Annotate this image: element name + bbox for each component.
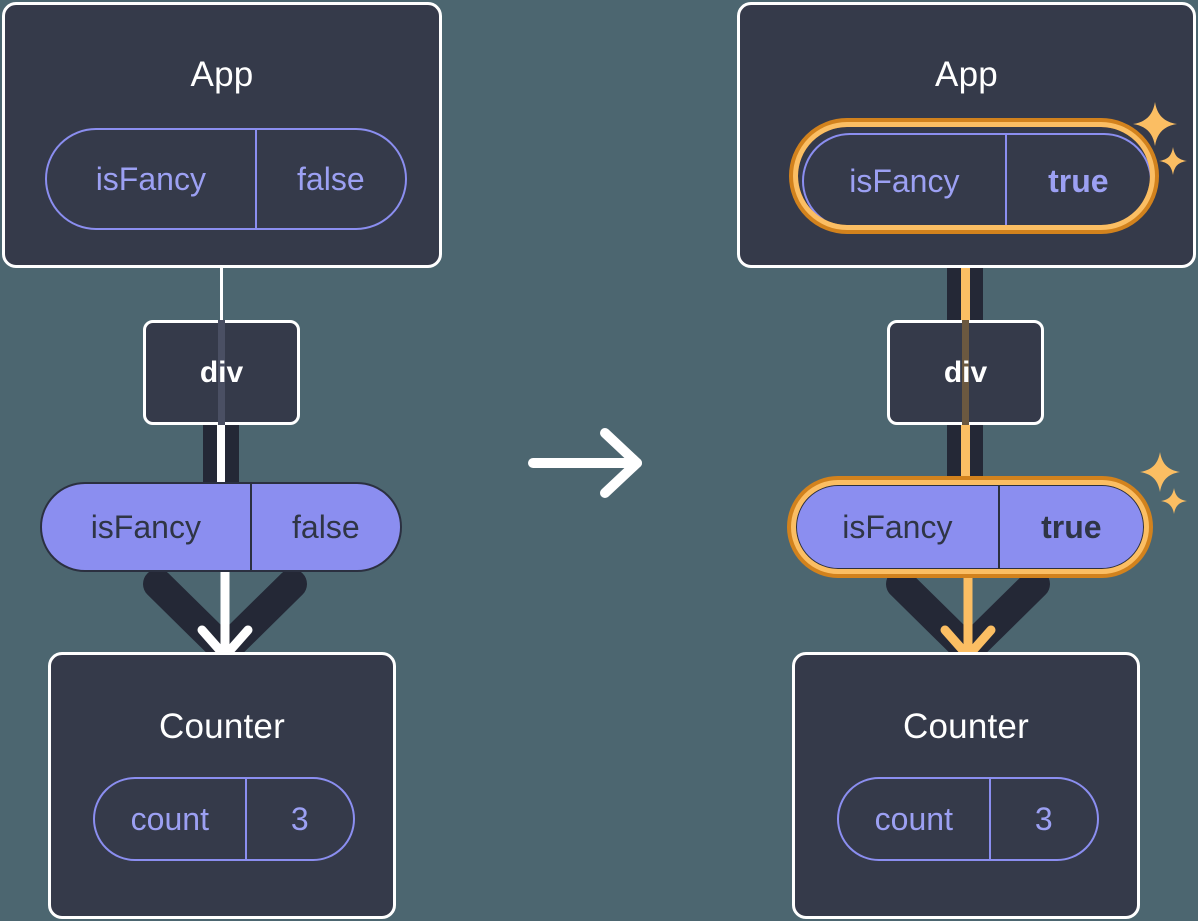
counter-box-before: Counter count 3 bbox=[48, 652, 396, 919]
counter-title-after: Counter bbox=[903, 707, 1029, 746]
props-pill-before: isFancy false bbox=[40, 482, 402, 572]
connector-div-to-props-right-core bbox=[961, 423, 970, 485]
div-passthrough-line-after bbox=[962, 320, 969, 425]
app-box-before: App isFancy false bbox=[2, 2, 442, 268]
counter-state-pill-name-before: count bbox=[130, 800, 209, 837]
app-state-pill-before: isFancy false bbox=[45, 128, 407, 230]
app-state-pill-value-after: true bbox=[1004, 135, 1150, 227]
counter-title-before: Counter bbox=[159, 707, 285, 746]
counter-state-pill-value-before: 3 bbox=[244, 779, 353, 859]
sparkle-icon-large-app bbox=[1133, 102, 1177, 146]
sparkle-icon-large-props bbox=[1140, 452, 1180, 492]
counter-state-pill-before: count 3 bbox=[93, 777, 355, 861]
props-pill-name-after: isFancy bbox=[842, 508, 953, 545]
app-state-pill-value-before: false bbox=[254, 130, 405, 228]
props-pill-after: isFancy true bbox=[795, 484, 1145, 570]
div-node-before: div bbox=[143, 320, 300, 425]
sparkle-icon-small-props bbox=[1161, 488, 1187, 514]
counter-state-pill-name-after: count bbox=[874, 800, 953, 837]
connector-div-to-props-left-core bbox=[217, 423, 225, 485]
app-state-pill-name-after: isFancy bbox=[849, 162, 960, 199]
props-pill-value-before: false bbox=[249, 484, 400, 570]
arrow-right-icon bbox=[528, 428, 642, 498]
app-box-after: App isFancy true bbox=[737, 2, 1196, 268]
div-passthrough-line-before bbox=[218, 320, 225, 425]
div-node-after: div bbox=[887, 320, 1044, 425]
app-state-pill-name-before: isFancy bbox=[95, 160, 206, 197]
app-title-after: App bbox=[935, 55, 998, 94]
sparkle-icon-small-app bbox=[1159, 147, 1187, 175]
props-pill-name-before: isFancy bbox=[90, 508, 201, 545]
app-title-before: App bbox=[190, 55, 254, 94]
props-pill-value-after: true bbox=[997, 486, 1143, 568]
counter-state-pill-after: count 3 bbox=[837, 777, 1099, 861]
connector-app-to-div-left bbox=[220, 250, 223, 322]
counter-box-after: Counter count 3 bbox=[792, 652, 1140, 919]
counter-state-pill-value-after: 3 bbox=[988, 779, 1097, 859]
div-node-label-before: div bbox=[199, 355, 244, 389]
div-node-label-after: div bbox=[943, 355, 988, 389]
app-state-pill-after: isFancy true bbox=[802, 133, 1152, 229]
